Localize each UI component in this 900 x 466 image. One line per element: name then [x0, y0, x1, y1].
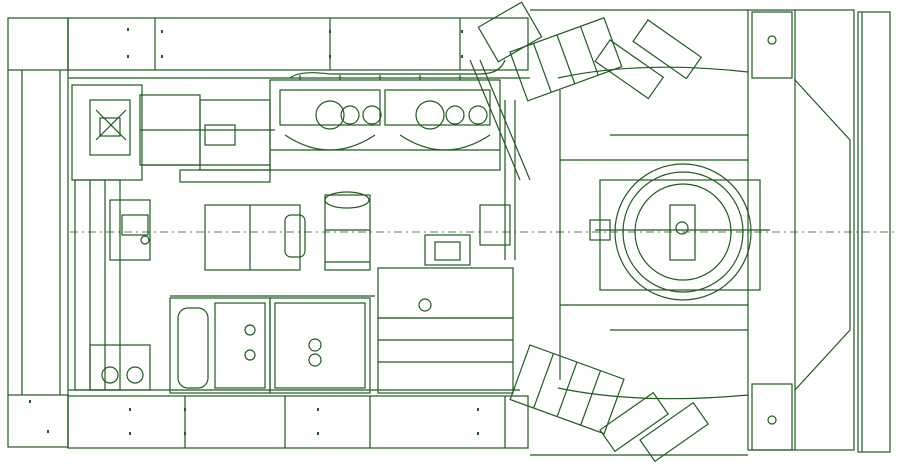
fuel-tanks	[169, 295, 375, 394]
ammo-racks-bottom	[509, 344, 709, 463]
front-hatches	[751, 11, 793, 451]
turret-ring	[557, 66, 851, 400]
battery-boxes	[377, 204, 514, 394]
gearbox	[139, 94, 275, 183]
rear-drive-assembly	[71, 84, 151, 391]
ammo-racks-top	[477, 1, 703, 102]
engine	[269, 59, 531, 260]
radiator	[204, 191, 371, 271]
chassis-frame	[7, 9, 891, 456]
